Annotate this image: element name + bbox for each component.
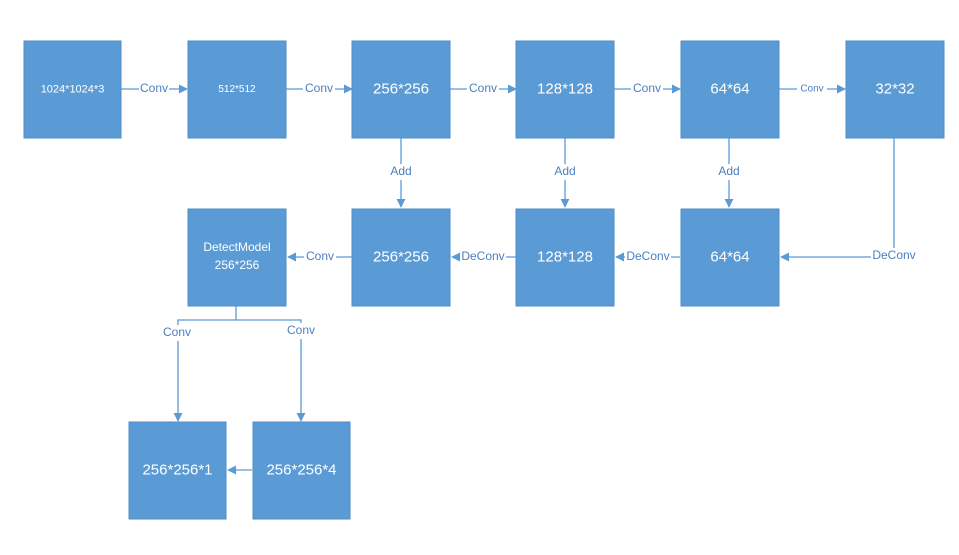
node-label-decoder-64: 64*64 <box>710 248 749 265</box>
nodes: 1024*1024*3 512*512 256*256 128*128 64*6… <box>23 40 945 520</box>
node-encoder-64: 64*64 <box>680 40 780 139</box>
node-label-output-4: 256*256*4 <box>266 461 336 478</box>
node-label-encoder-32: 32*32 <box>875 80 914 97</box>
edge-label-conv-detect-out1: Conv <box>163 325 191 339</box>
node-decoder-64: 64*64 <box>680 208 780 307</box>
node-encoder-128: 128*128 <box>515 40 615 139</box>
edge-label-deconv-64-128: DeConv <box>626 249 669 263</box>
edge-label-add-256: Add <box>390 164 411 178</box>
edge-label-add-64: Add <box>718 164 739 178</box>
edge-label-conv-512-256: Conv <box>305 81 333 95</box>
node-label-output-1: 256*256*1 <box>142 461 212 478</box>
node-label-encoder-512: 512*512 <box>218 84 256 95</box>
node-label-detect-model: DetectModel <box>203 240 270 254</box>
node-label-decoder-128: 128*128 <box>537 248 593 265</box>
edge-label-deconv-32-64: DeConv <box>872 248 915 262</box>
node-encoder-32: 32*32 <box>845 40 945 139</box>
edge-deconv-32-64 <box>780 138 895 262</box>
edge-label-conv-256-128: Conv <box>469 81 497 95</box>
edge-label-deconv-128-256: DeConv <box>461 249 504 263</box>
node-decoder-128: 128*128 <box>515 208 615 307</box>
node-label-input-1024: 1024*1024*3 <box>41 83 105 95</box>
edge-label-conv-detect-out4: Conv <box>287 323 315 337</box>
node-encoder-512: 512*512 <box>187 40 287 139</box>
node-label-encoder-128: 128*128 <box>537 80 593 97</box>
edge-label-conv-128-64: Conv <box>633 81 661 95</box>
node-output-1: 256*256*1 <box>128 421 227 520</box>
node-input-1024: 1024*1024*3 <box>23 40 122 139</box>
edge-label-conv-64-32: Conv <box>800 84 823 95</box>
node-decoder-256: 256*256 <box>351 208 451 307</box>
node-label-encoder-64: 64*64 <box>710 80 749 97</box>
node-encoder-256: 256*256 <box>351 40 451 139</box>
edge-conv-detect-out4 <box>236 319 306 422</box>
node-label-decoder-256: 256*256 <box>373 248 429 265</box>
edge-label-add-128: Add <box>554 164 575 178</box>
edge-labels: Conv Conv Conv Conv Conv Add Add Add DeC… <box>139 81 917 341</box>
edge-conv-detect-out1 <box>173 306 237 422</box>
edge-label-conv-256-detect: Conv <box>306 249 334 263</box>
edge-label-conv-1024-512: Conv <box>140 81 168 95</box>
node-label-encoder-256: 256*256 <box>373 80 429 97</box>
node-label-detect-size: 256*256 <box>215 258 260 272</box>
node-detect-model: DetectModel 256*256 <box>187 208 287 307</box>
node-output-4: 256*256*4 <box>252 421 351 520</box>
